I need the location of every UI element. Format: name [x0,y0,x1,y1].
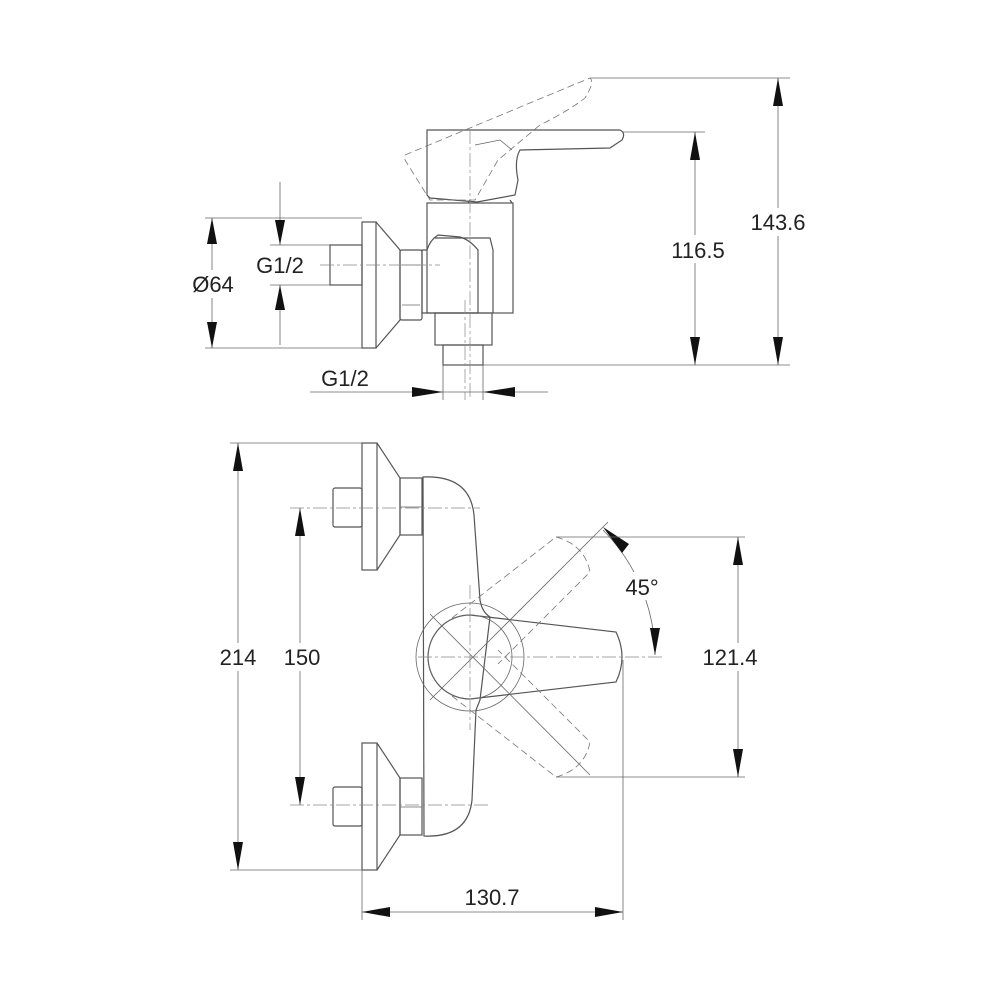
side-view: Ø64 G1/2 G1/2 116.5 [185,77,814,400]
dim-rotation-angle: 45° [602,527,664,656]
lower-inlet [332,742,423,871]
dim-inlet-thread: G1/2 [256,182,330,345]
lever-rotated-outlines [429,521,609,778]
dim-projection-depth: 130.7 [361,660,624,920]
inlet-spacing-label: 150 [284,645,321,670]
mixer-body-front [422,476,491,837]
outlet-thread-label: G1/2 [321,366,369,391]
front-view: 214 150 45° 121.4 [212,442,767,920]
mixer-body [421,202,514,366]
dim-outlet-thread: G1/2 [310,365,548,400]
height-total-label: 143.6 [750,210,805,235]
height-lever-label: 116.5 [671,238,724,263]
rotation-angle-label: 45° [625,575,658,600]
projection-depth-label: 130.7 [464,885,519,910]
lever-raised-outline [404,77,593,201]
flange-diameter-label: Ø64 [192,272,234,297]
dim-height-total: 143.6 [590,77,814,365]
wall-flange [361,221,401,349]
dim-total-height: 214 [212,442,362,871]
upper-inlet [332,442,423,571]
lever-handle [426,129,625,204]
dim-lever-swing: 121.4 [556,536,767,778]
union-nut [399,249,423,321]
dim-flange-diameter: Ø64 [185,217,362,349]
lever-swing-label: 121.4 [702,645,757,670]
inlet-thread-label: G1/2 [256,253,304,278]
dim-height-lever: 116.5 [483,131,790,366]
total-height-label: 214 [220,645,257,670]
dim-inlet-spacing: 150 [276,508,328,805]
